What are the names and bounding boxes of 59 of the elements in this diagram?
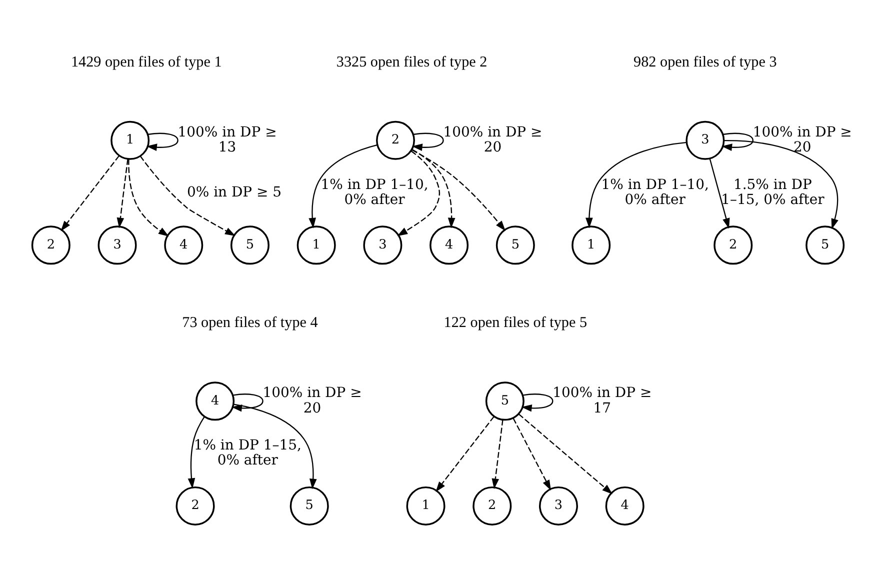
node-circle: 3 [685, 120, 724, 160]
edge-label: 100% in DP ≥ 20 [752, 124, 852, 156]
arrow [308, 144, 378, 228]
arrow [128, 158, 168, 236]
arrow [411, 148, 455, 228]
node-circle: 5 [289, 486, 328, 525]
node-circle: 3 [538, 486, 578, 525]
node-circle: 2 [376, 120, 414, 160]
edge-label: 1% in DP 1–10, 0% after [600, 176, 708, 208]
node-circle: 4 [164, 225, 203, 264]
arrow [512, 418, 550, 490]
node-circle: 2 [30, 225, 70, 264]
edge-label: 0% in DP ≥ 5 [186, 184, 282, 200]
arrow [721, 132, 753, 150]
arrow [723, 140, 838, 229]
arrow [491, 419, 503, 489]
node-circle: 1 [571, 225, 610, 264]
edge-label: 100% in DP ≥ 17 [552, 384, 652, 416]
arrow [233, 403, 316, 489]
arrow [396, 150, 440, 236]
node-circle: 3 [97, 225, 136, 264]
node-circle: 4 [429, 225, 468, 264]
edge-label: 1.5% in DP 1–15, 0% after [720, 176, 824, 208]
label: 1429 open files of type 1 [70, 54, 222, 70]
arrow [60, 154, 120, 231]
arrow [187, 416, 204, 488]
arrow [146, 132, 178, 150]
label: 122 open files of type 5 [443, 314, 587, 331]
node-circle: 2 [713, 225, 752, 264]
arrow [518, 413, 612, 494]
node-circle: 1 [406, 486, 445, 525]
arrow [520, 393, 553, 412]
node-circle: 5 [230, 225, 269, 264]
node-circle: 2 [472, 486, 512, 525]
node-circle: 5 [805, 225, 844, 264]
label: 3325 open files of type 2 [336, 54, 487, 70]
arrow [116, 158, 128, 228]
node-circle: 1 [110, 120, 150, 160]
label: 73 open files of type 4 [182, 314, 318, 331]
node-circle: 5 [495, 225, 534, 264]
arrow [139, 155, 235, 236]
label: 982 open files of type 3 [633, 54, 776, 70]
arrow [585, 141, 686, 228]
arrow [230, 393, 263, 412]
edge-label: 100% in DP ≥ 13 [177, 124, 276, 156]
node-circle: 5 [484, 381, 524, 420]
arrow [411, 148, 505, 231]
arrow [435, 416, 494, 492]
edge-label: 1% in DP 1–15, 0% after [193, 437, 301, 468]
node-circle: 4 [604, 486, 644, 525]
arrow [411, 132, 444, 150]
node-circle: 4 [195, 381, 234, 420]
arrow [708, 158, 730, 228]
edge-label: 100% in DP ≥ 20 [442, 124, 542, 156]
node-circle: 1 [296, 225, 336, 264]
edge-label: 1% in DP 1–10, 0% after [320, 176, 428, 208]
node-circle: 3 [362, 225, 402, 264]
node-circle: 2 [175, 486, 214, 525]
edge-label: 100% in DP ≥ 20 [262, 384, 362, 416]
